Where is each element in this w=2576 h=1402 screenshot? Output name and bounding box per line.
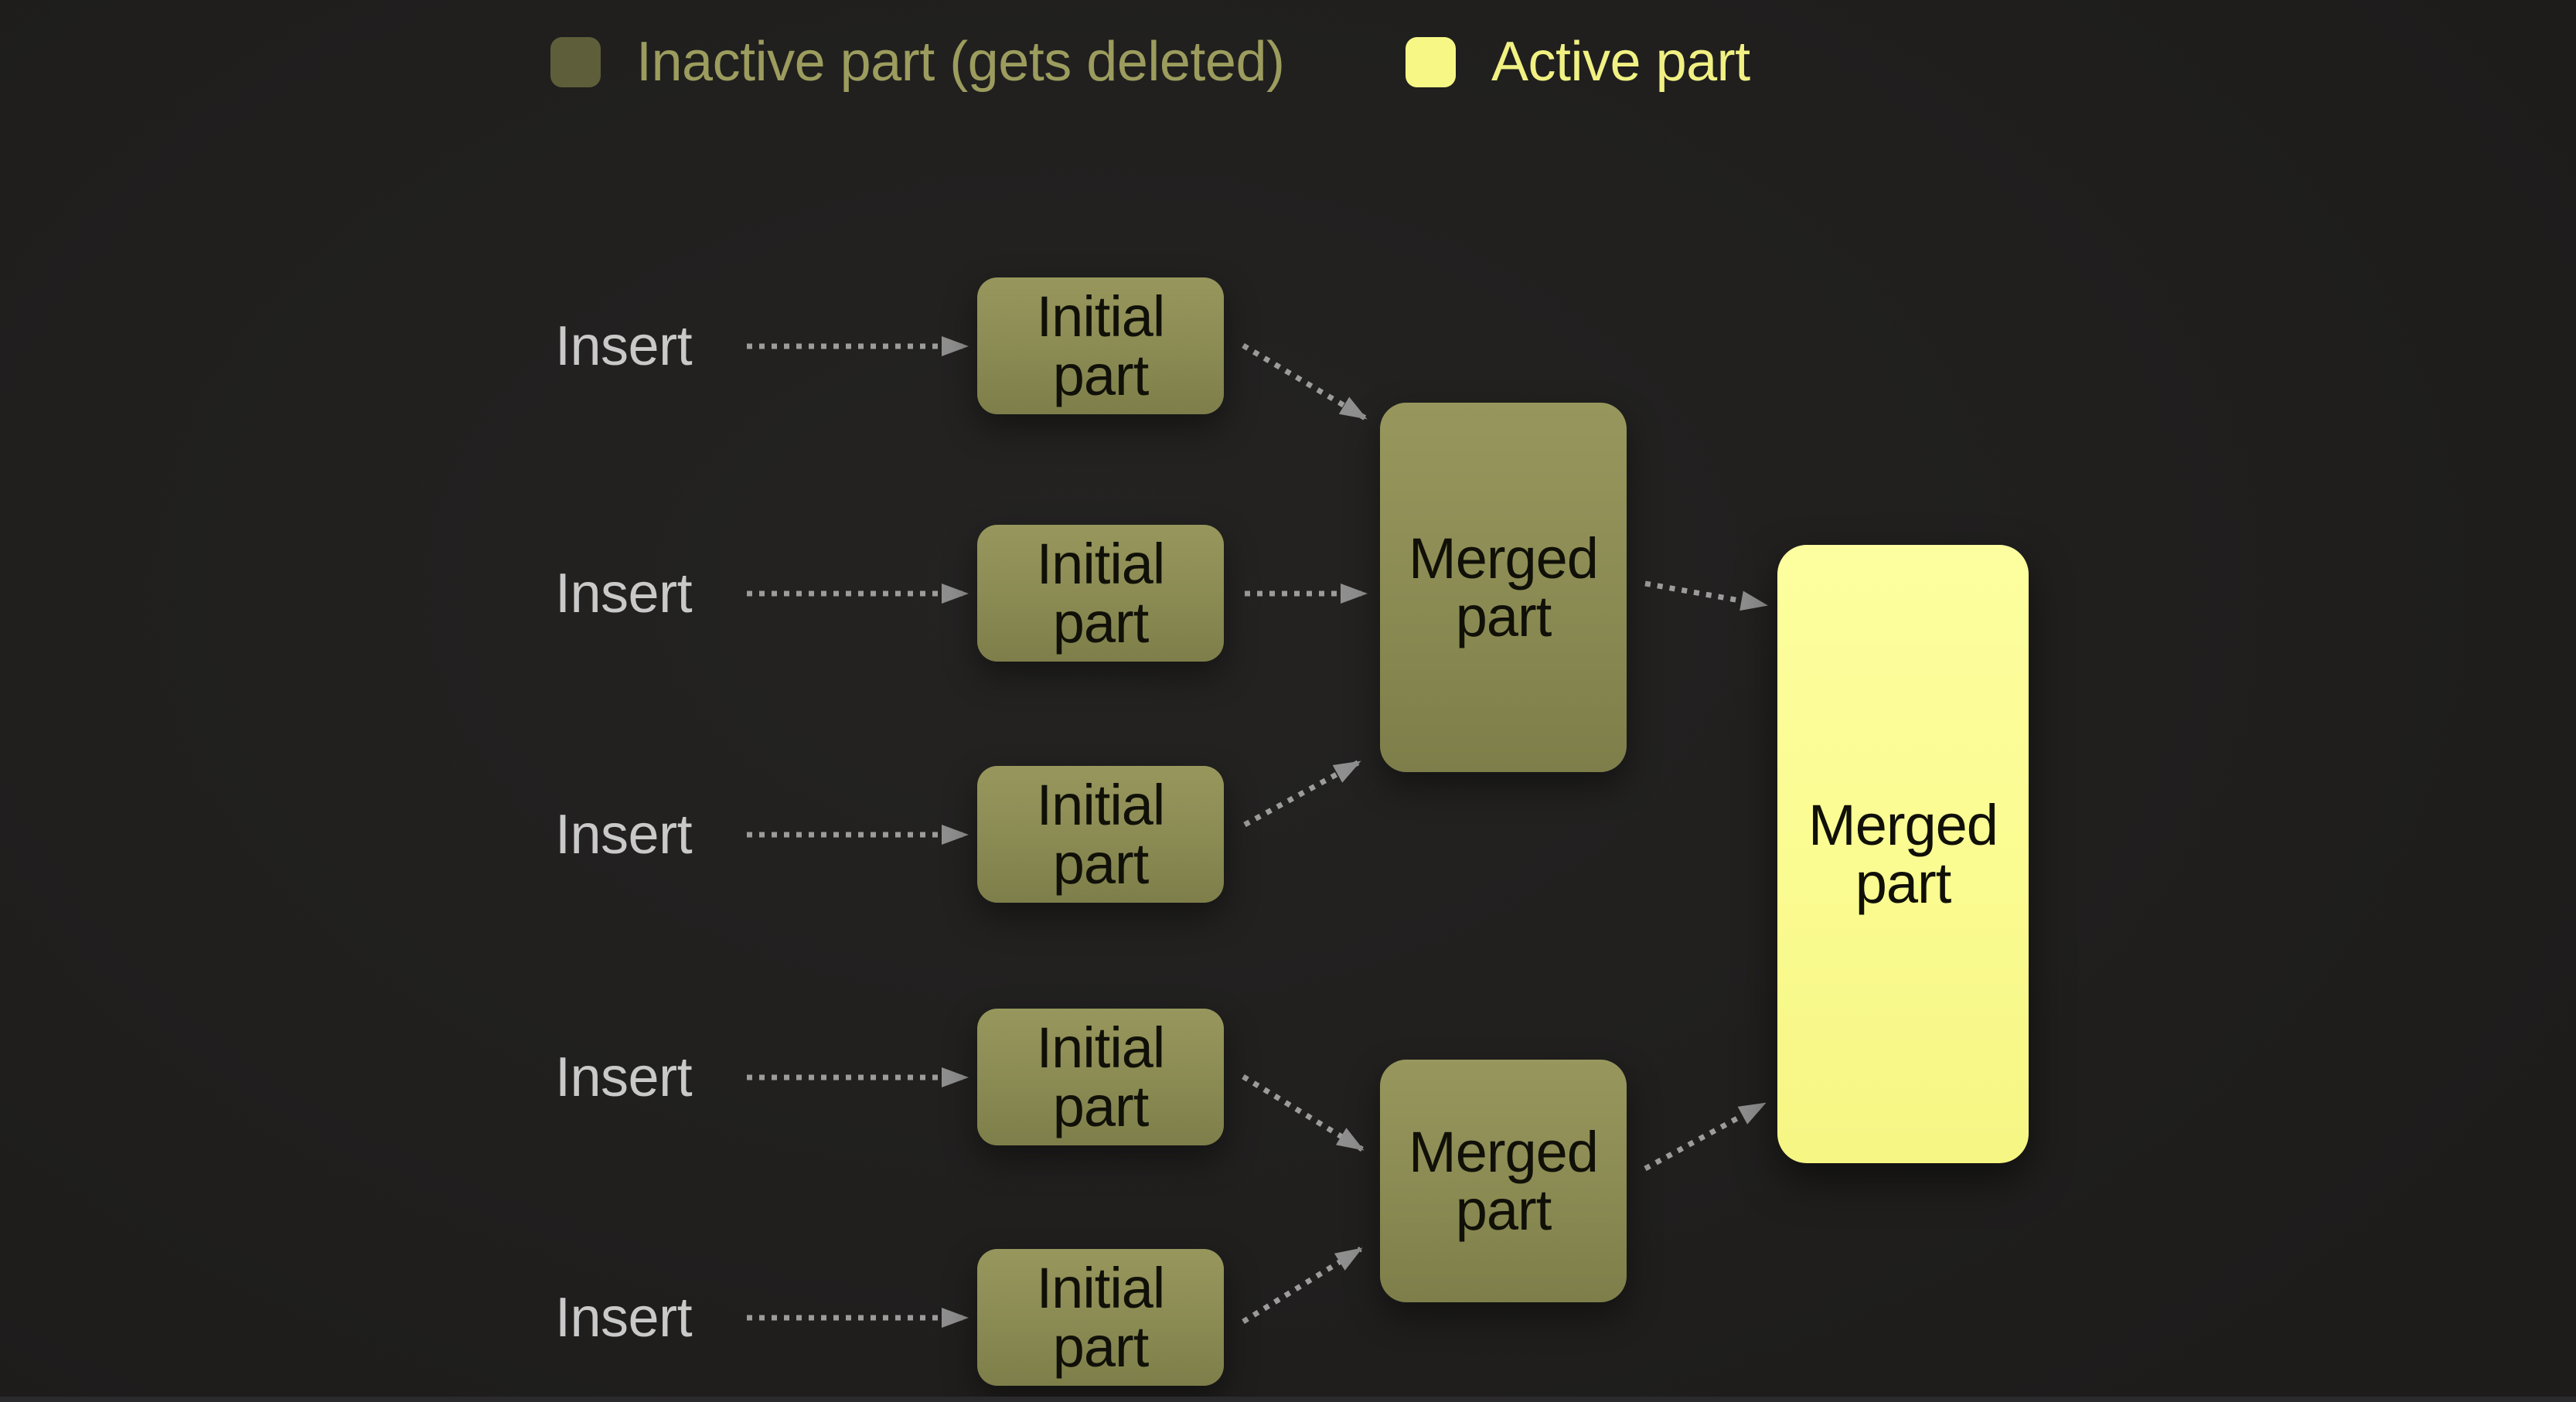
dotted-arrow-merged2-active <box>1644 1101 1767 1172</box>
node-initial-part-5: Initial part <box>977 1249 1224 1386</box>
legend-item-inactive: Inactive part (gets deleted) <box>550 31 1285 93</box>
node-initial-part-3: Initial part <box>977 766 1224 903</box>
legend-item-active: Active part <box>1406 31 1750 93</box>
node-label: Initial part <box>1036 284 1166 407</box>
inactive-swatch <box>550 36 601 87</box>
legend-label-active: Active part <box>1491 31 1750 93</box>
node-label: Merged part <box>1409 526 1599 648</box>
dotted-arrow-initial1-merged1 <box>1242 342 1368 421</box>
node-label: Merged part <box>1409 1119 1599 1242</box>
dotted-arrow-merged1-active <box>1644 580 1768 611</box>
dotted-arrow-initial4-merged2 <box>1242 1074 1365 1152</box>
node-merged-part-active: Merged part <box>1777 545 2029 1163</box>
node-label: Initial part <box>1036 532 1166 655</box>
active-swatch <box>1406 36 1456 87</box>
dotted-arrow-initial5-merged2 <box>1242 1247 1363 1324</box>
dotted-arrow-initial3-merged1 <box>1243 759 1361 828</box>
node-label: Initial part <box>1036 1256 1166 1379</box>
node-merged-part-2: Merged part <box>1380 1060 1627 1302</box>
node-label: Merged part <box>1808 792 1998 915</box>
legend-label-inactive: Inactive part (gets deleted) <box>636 31 1285 93</box>
node-label: Initial part <box>1036 1016 1166 1138</box>
node-initial-part-4: Initial part <box>977 1009 1224 1145</box>
insert-label-3: Insert <box>555 804 693 866</box>
insert-label-4: Insert <box>555 1046 693 1108</box>
insert-label-1: Insert <box>555 315 693 377</box>
insert-label-5: Insert <box>555 1287 693 1349</box>
bottom-edge-strip <box>0 1397 2576 1402</box>
insert-label-2: Insert <box>555 563 693 624</box>
node-merged-part-1: Merged part <box>1380 403 1627 772</box>
node-initial-part-2: Initial part <box>977 525 1224 662</box>
node-initial-part-1: Initial part <box>977 277 1224 414</box>
node-label: Initial part <box>1036 773 1166 896</box>
